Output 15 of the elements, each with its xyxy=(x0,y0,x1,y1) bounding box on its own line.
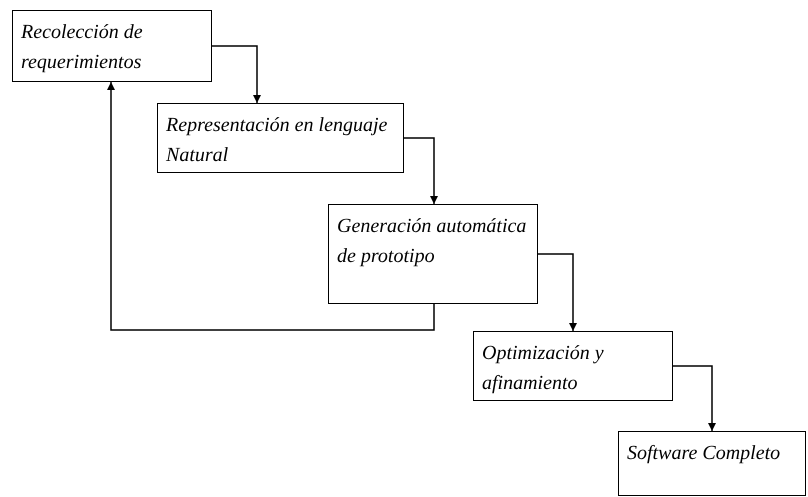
process-box xyxy=(328,204,538,304)
arrow xyxy=(107,82,435,331)
process-box xyxy=(618,431,806,496)
step-label: Software Completo xyxy=(627,441,782,466)
process-box xyxy=(157,103,404,173)
arrow xyxy=(673,365,716,431)
arrow xyxy=(404,137,438,204)
process-box xyxy=(473,331,673,401)
step-label: Optimización y afinamiento xyxy=(482,341,605,396)
arrow xyxy=(212,45,261,103)
step-label: Generación automática de prototipo xyxy=(337,214,528,269)
step-label: Recolección de requerimientos xyxy=(21,20,144,75)
step-label: Representación en lenguaje Natural xyxy=(166,113,388,168)
process-box xyxy=(12,10,212,82)
arrow xyxy=(538,253,577,331)
